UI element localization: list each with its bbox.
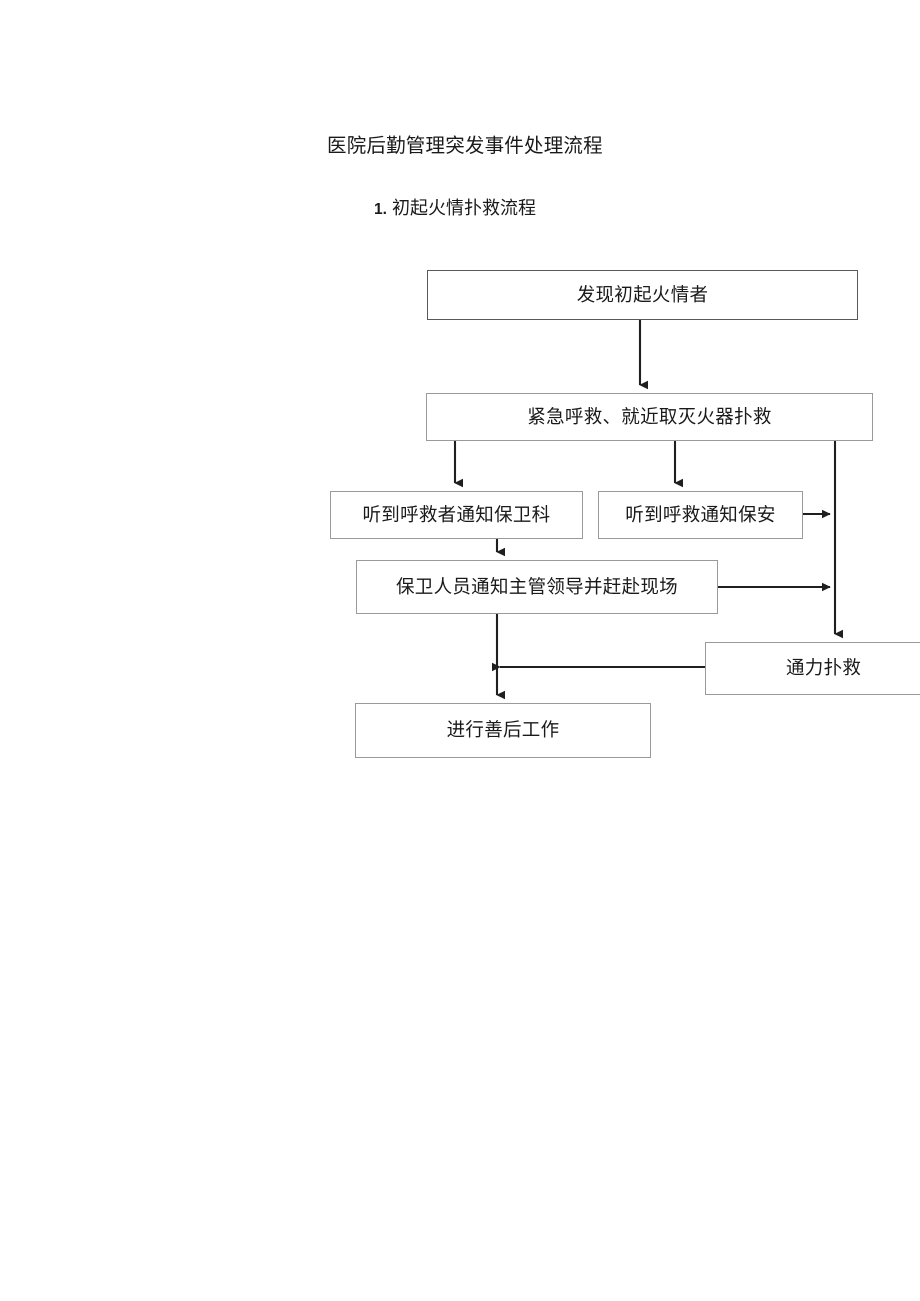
section-number: 1. — [374, 201, 387, 218]
page-title: 医院后勤管理突发事件处理流程 — [327, 135, 603, 157]
section-heading: 1. 初起火情扑救流程 — [374, 195, 536, 223]
node-notify-guard[interactable]: 听到呼救通知保安 — [598, 491, 803, 539]
section-title: 初起火情扑救流程 — [386, 198, 536, 218]
node-emergency-call[interactable]: 紧急呼救、就近取灭火器扑救 — [426, 393, 873, 441]
node-notify-leader[interactable]: 保卫人员通知主管领导并赶赴现场 — [356, 560, 718, 614]
node-aftermath-work[interactable]: 进行善后工作 — [355, 703, 651, 758]
node-notify-security-dept[interactable]: 听到呼救者通知保卫科 — [330, 491, 583, 539]
node-joint-firefighting[interactable]: 通力扑救 — [705, 642, 920, 695]
node-discover-fire[interactable]: 发现初起火情者 — [427, 270, 858, 320]
